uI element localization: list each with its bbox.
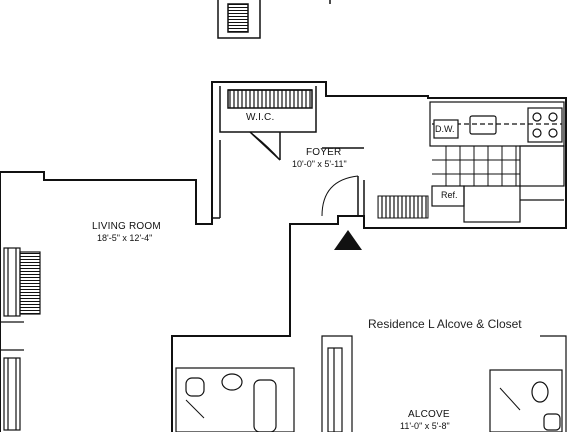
entry-arrow-icon (334, 230, 362, 250)
alcove-area (321, 335, 567, 432)
room-dims-living: 18'-5" x 12'-4" (97, 233, 153, 243)
room-name-foyer: FOYER (306, 147, 342, 158)
closet-shelf (377, 195, 429, 219)
room-dims-alcove: 11'-0" x 5'-8" (400, 421, 450, 431)
room-name-alcove: ALCOVE (408, 409, 450, 420)
unit-walls (0, 81, 567, 432)
plan-caption: Residence L Alcove & Closet (368, 317, 522, 331)
kitchen (429, 101, 565, 223)
top-stair (217, 0, 331, 39)
room-name-living: LIVING ROOM (92, 221, 161, 232)
room-name-wic: W.I.C. (246, 112, 275, 123)
room-dims-foyer: 10'-0" x 5'-11" (292, 159, 347, 169)
appliance-dishwasher: D.W. (435, 124, 455, 134)
living-windows (0, 247, 41, 431)
inner-walls (212, 86, 365, 228)
appliance-refrigerator: Ref. (441, 190, 458, 200)
bathroom (175, 367, 295, 432)
